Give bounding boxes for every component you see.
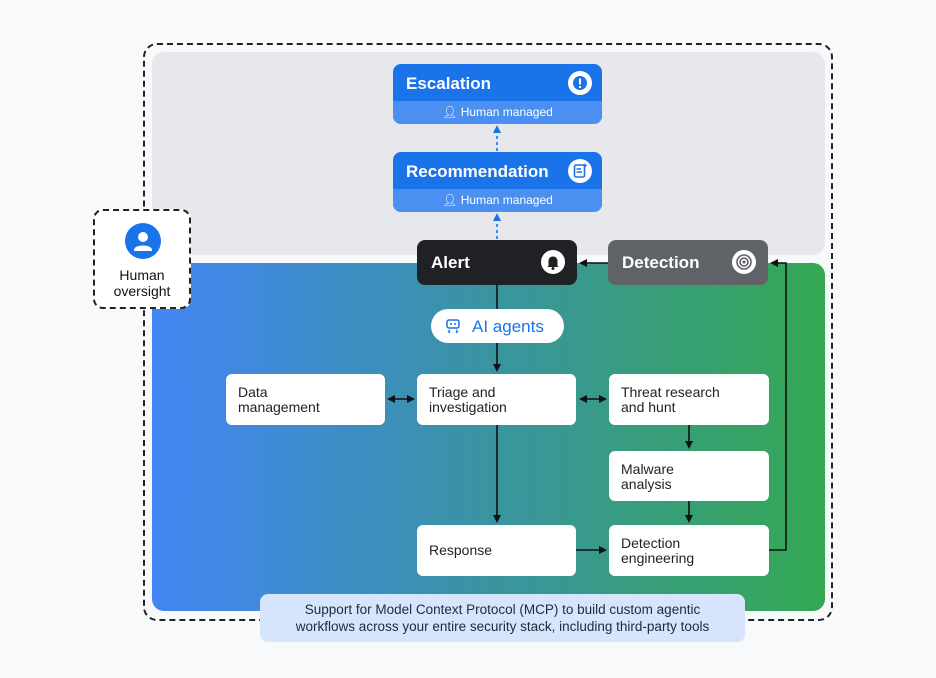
detection-card: Detection	[608, 240, 768, 285]
detection-title: Detection	[622, 253, 700, 272]
detection-engineering-line1: Detection	[621, 535, 681, 551]
recommendation-human-managed: 👤︎ Human managed	[393, 189, 602, 212]
triage-line1: Triage and	[429, 384, 496, 400]
target-icon	[732, 250, 756, 274]
escalation-human-managed: 👤︎ Human managed	[393, 101, 602, 124]
recommendation-title: Recommendation	[406, 162, 549, 181]
agent-bot-icon	[444, 317, 462, 340]
alert-card: Alert	[417, 240, 577, 285]
recommendation-card: Recommendation 👤︎ Human managed	[393, 152, 602, 212]
data-management-line1: Data	[238, 384, 268, 400]
mcp-note-line1: Support for Model Context Protocol (MCP)…	[304, 602, 701, 617]
person-icon	[125, 223, 161, 259]
malware-line2: analysis	[621, 476, 672, 492]
mcp-note-line2: workflows across your entire security st…	[295, 619, 710, 634]
detection-engineering-box: Detection engineering	[609, 525, 769, 576]
alert-title: Alert	[431, 253, 470, 272]
small-person-icon: 👤︎	[442, 193, 461, 207]
triage-line2: investigation	[429, 399, 507, 415]
human-oversight-line1: Human	[119, 267, 165, 283]
ai-agents-pill: AI agents	[431, 309, 564, 343]
threat-research-line2: and hunt	[621, 399, 676, 415]
threat-research-box: Threat research and hunt	[609, 374, 769, 425]
mcp-support-note: Support for Model Context Protocol (MCP)…	[260, 594, 745, 642]
detection-engineering-line2: engineering	[621, 550, 695, 566]
escalation-title: Escalation	[406, 74, 492, 93]
human-oversight-line2: oversight	[113, 283, 171, 299]
data-management-line2: management	[238, 399, 320, 415]
data-management-box: Data management	[226, 374, 385, 425]
human-oversight-card: Human oversight	[93, 209, 191, 309]
arrow-detection-engineering-to-detection	[769, 259, 787, 551]
bell-icon	[541, 250, 565, 274]
response-label: Response	[429, 542, 493, 558]
document-sparkle-icon	[568, 159, 592, 183]
malware-line1: Malware	[621, 461, 674, 477]
escalation-card: Escalation 👤︎ Human managed	[393, 64, 602, 124]
triage-box: Triage and investigation	[417, 374, 576, 425]
malware-analysis-box: Malware analysis	[609, 451, 769, 501]
alert-badge-icon	[568, 71, 592, 95]
threat-research-line1: Threat research	[621, 384, 720, 400]
response-box: Response	[417, 525, 576, 576]
ai-agents-label: AI agents	[472, 317, 544, 336]
small-person-icon: 👤︎	[442, 105, 461, 119]
